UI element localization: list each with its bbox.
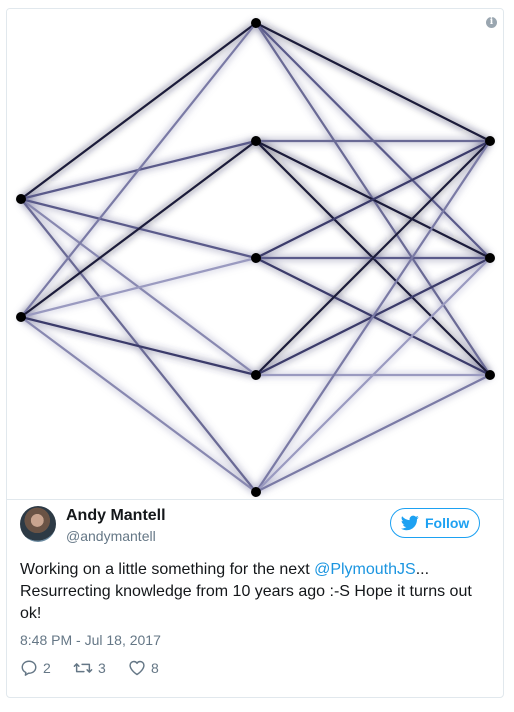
network-node [485,253,495,263]
network-node [251,487,261,497]
reply-icon [21,660,37,676]
info-icon[interactable]: i [486,17,497,28]
network-edge [254,139,492,377]
tweet-text-part: ... Resurrecting knowledge from 10 years… [20,561,472,622]
reply-action[interactable]: 2 [20,658,51,678]
network-edge [19,21,258,201]
network-node [16,194,26,204]
author-handle[interactable]: @andymantell [66,528,156,544]
network-node [485,136,495,146]
twitter-bird-icon [401,515,419,531]
network-edge [254,139,492,494]
neural-network-diagram [16,18,495,497]
retweet-action[interactable]: 3 [73,658,106,678]
tweet-text-part: Working on a little something for the ne… [20,561,315,578]
network-edge [254,139,492,260]
network-edge [19,139,258,319]
tweet-timestamp[interactable]: 8:48 PM - Jul 18, 2017 [20,632,161,648]
network-node [251,136,261,146]
follow-button[interactable]: Follow [390,508,480,538]
like-action[interactable]: 8 [128,658,159,678]
network-node [251,18,261,28]
network-edge [19,21,258,319]
like-count: 8 [151,660,159,676]
tweet-media-neural-network-diagram[interactable]: i [7,9,503,500]
network-node [485,370,495,380]
tweet-card: i [6,8,504,698]
reply-count: 2 [43,660,51,676]
mention-link[interactable]: @PlymouthJS [314,561,416,578]
follow-label: Follow [425,515,470,531]
author-name[interactable]: Andy Mantell [66,507,166,524]
tweet-text: Working on a little something for the ne… [20,559,488,625]
tweet-header: Andy Mantell @andymantell Follow [20,506,480,552]
network-node [251,253,261,263]
network-edge [254,21,492,143]
network-edge [19,256,258,319]
network-edge [254,256,492,494]
retweet-icon [73,663,93,673]
network-node [251,370,261,380]
network-edge [19,315,258,494]
network-node [16,312,26,322]
network-edge [254,373,492,494]
avatar[interactable] [20,506,56,542]
retweet-count: 3 [98,660,106,676]
heart-icon [129,660,145,676]
network-edge [19,315,258,377]
